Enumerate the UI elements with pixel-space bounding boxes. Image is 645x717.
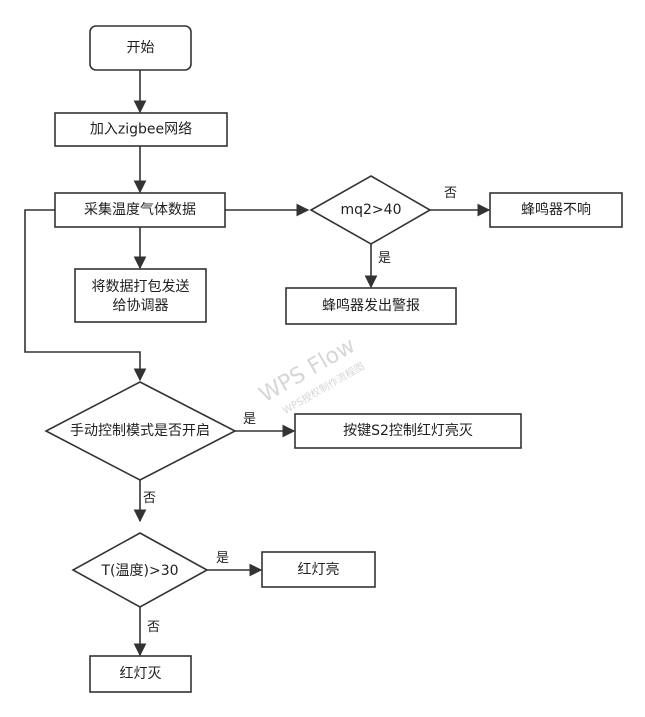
buzzer-off-process (489, 192, 623, 228)
label-manual-yes: 是 (243, 412, 256, 427)
manual-label: 手动控制模式是否开启 (70, 423, 210, 439)
red-on-process (261, 551, 376, 588)
mq2-label: mq2>40 (341, 202, 402, 218)
node-manual: 手动控制模式是否开启 (44, 381, 237, 481)
buzzer-alarm-label: 蜂鸣器发出警报 (322, 297, 420, 314)
temp-decision (71, 532, 209, 608)
node-collect: 采集温度气体数据 (54, 192, 226, 228)
node-pack: 将数据打包发送 给协调器 (74, 268, 207, 323)
join-process (54, 112, 228, 147)
edge-collect-manual (24, 209, 147, 382)
watermark: WPS Flow WPS授权制作流程图 (255, 333, 366, 416)
buzzer-alarm-process (285, 287, 457, 325)
collect-label: 采集温度气体数据 (84, 201, 196, 218)
node-start: 开始 (89, 25, 192, 71)
node-buzzer-alarm: 蜂鸣器发出警报 (285, 287, 457, 325)
node-key-s2: 按键S2控制红灯亮灭 (294, 413, 522, 449)
node-join: 加入zigbee网络 (54, 112, 228, 147)
pack-label-line2: 给协调器 (113, 298, 169, 314)
label-temp-no: 否 (147, 620, 160, 635)
temp-label: T(温度)>30 (100, 563, 178, 579)
pack-label-line1: 将数据打包发送 (92, 278, 190, 295)
buzzer-off-label: 蜂鸣器不响 (521, 201, 591, 218)
red-on-label: 红灯亮 (298, 561, 340, 578)
start-terminal (89, 25, 192, 71)
key-s2-process (294, 413, 522, 449)
start-label: 开始 (127, 40, 155, 56)
label-mq2-no: 否 (444, 186, 457, 201)
key-s2-label: 按键S2控制红灯亮灭 (343, 422, 473, 439)
label-mq2-yes: 是 (378, 251, 391, 266)
join-label: 加入zigbee网络 (90, 122, 192, 138)
node-buzzer-off: 蜂鸣器不响 (489, 192, 623, 228)
red-off-label: 红灯灭 (120, 666, 162, 682)
red-off-process (89, 655, 192, 693)
pack-process (74, 268, 207, 323)
node-red-off: 红灯灭 (89, 655, 192, 693)
mq2-decision (309, 175, 432, 245)
label-temp-yes: 是 (216, 551, 229, 566)
node-mq2: mq2>40 (309, 175, 432, 245)
node-red-on: 红灯亮 (261, 551, 376, 588)
label-manual-no: 否 (143, 491, 156, 506)
connectors (24, 70, 491, 657)
node-temp: T(温度)>30 (71, 532, 209, 608)
manual-decision (44, 381, 237, 481)
collect-process (54, 192, 226, 228)
